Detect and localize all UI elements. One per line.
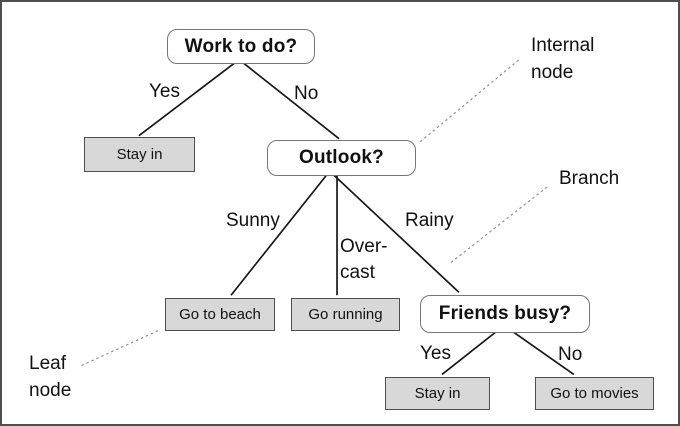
node-friends-busy: Friends busy? [420,295,590,333]
edge-friends-to-stay-in [441,329,500,376]
annotation-branch: Branch [559,168,620,189]
callout-line-leaf-node [81,329,160,367]
branch-label-yes-right: Yes [420,343,451,364]
edge-outlook-to-friends [332,173,460,293]
annotation-leaf-node: Leaf node [29,353,72,401]
edge-outlook-to-beach [230,173,328,296]
node-go-to-movies: Go to movies [535,377,654,410]
branch-label-no-left: No [294,83,319,104]
branch-label-no-right: No [558,344,583,365]
branch-label-sunny: Sunny [226,210,280,231]
node-stay-in-left: Stay in [84,137,195,172]
edge-work-to-stay-in [138,62,235,137]
node-go-running: Go running [291,298,400,331]
edge-work-to-outlook [243,62,340,140]
node-go-to-beach: Go to beach [165,298,275,331]
callout-line-branch [450,185,549,263]
node-outlook: Outlook? [267,140,416,176]
node-stay-in-right: Stay in [385,377,490,410]
branch-label-yes-left: Yes [149,81,180,102]
branch-label-overcast: Over- cast [340,236,388,283]
branch-label-rainy: Rainy [405,210,454,231]
edge-friends-to-movies [509,329,575,376]
annotation-internal-node: Internal node [531,35,595,83]
node-work-to-do: Work to do? [167,29,315,64]
callout-line-internal-node [419,58,520,143]
